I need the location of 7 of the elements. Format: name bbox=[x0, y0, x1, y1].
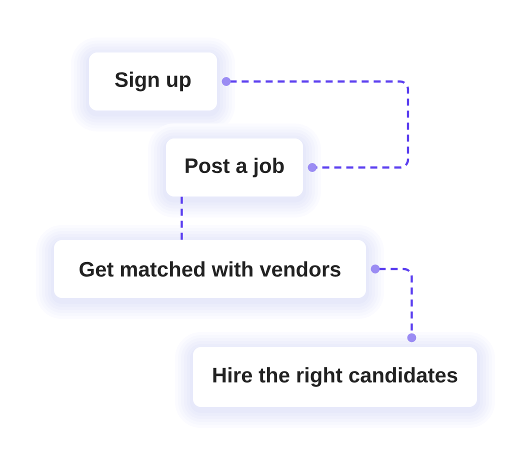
step-box: Post a job bbox=[166, 138, 303, 196]
step-box: Sign up bbox=[89, 52, 217, 110]
connector bbox=[370, 264, 416, 342]
step-box: Get matched with vendors bbox=[54, 240, 366, 298]
connector bbox=[222, 77, 410, 172]
connector bbox=[180, 196, 183, 240]
step-box: Hire the right candidates bbox=[193, 347, 477, 407]
